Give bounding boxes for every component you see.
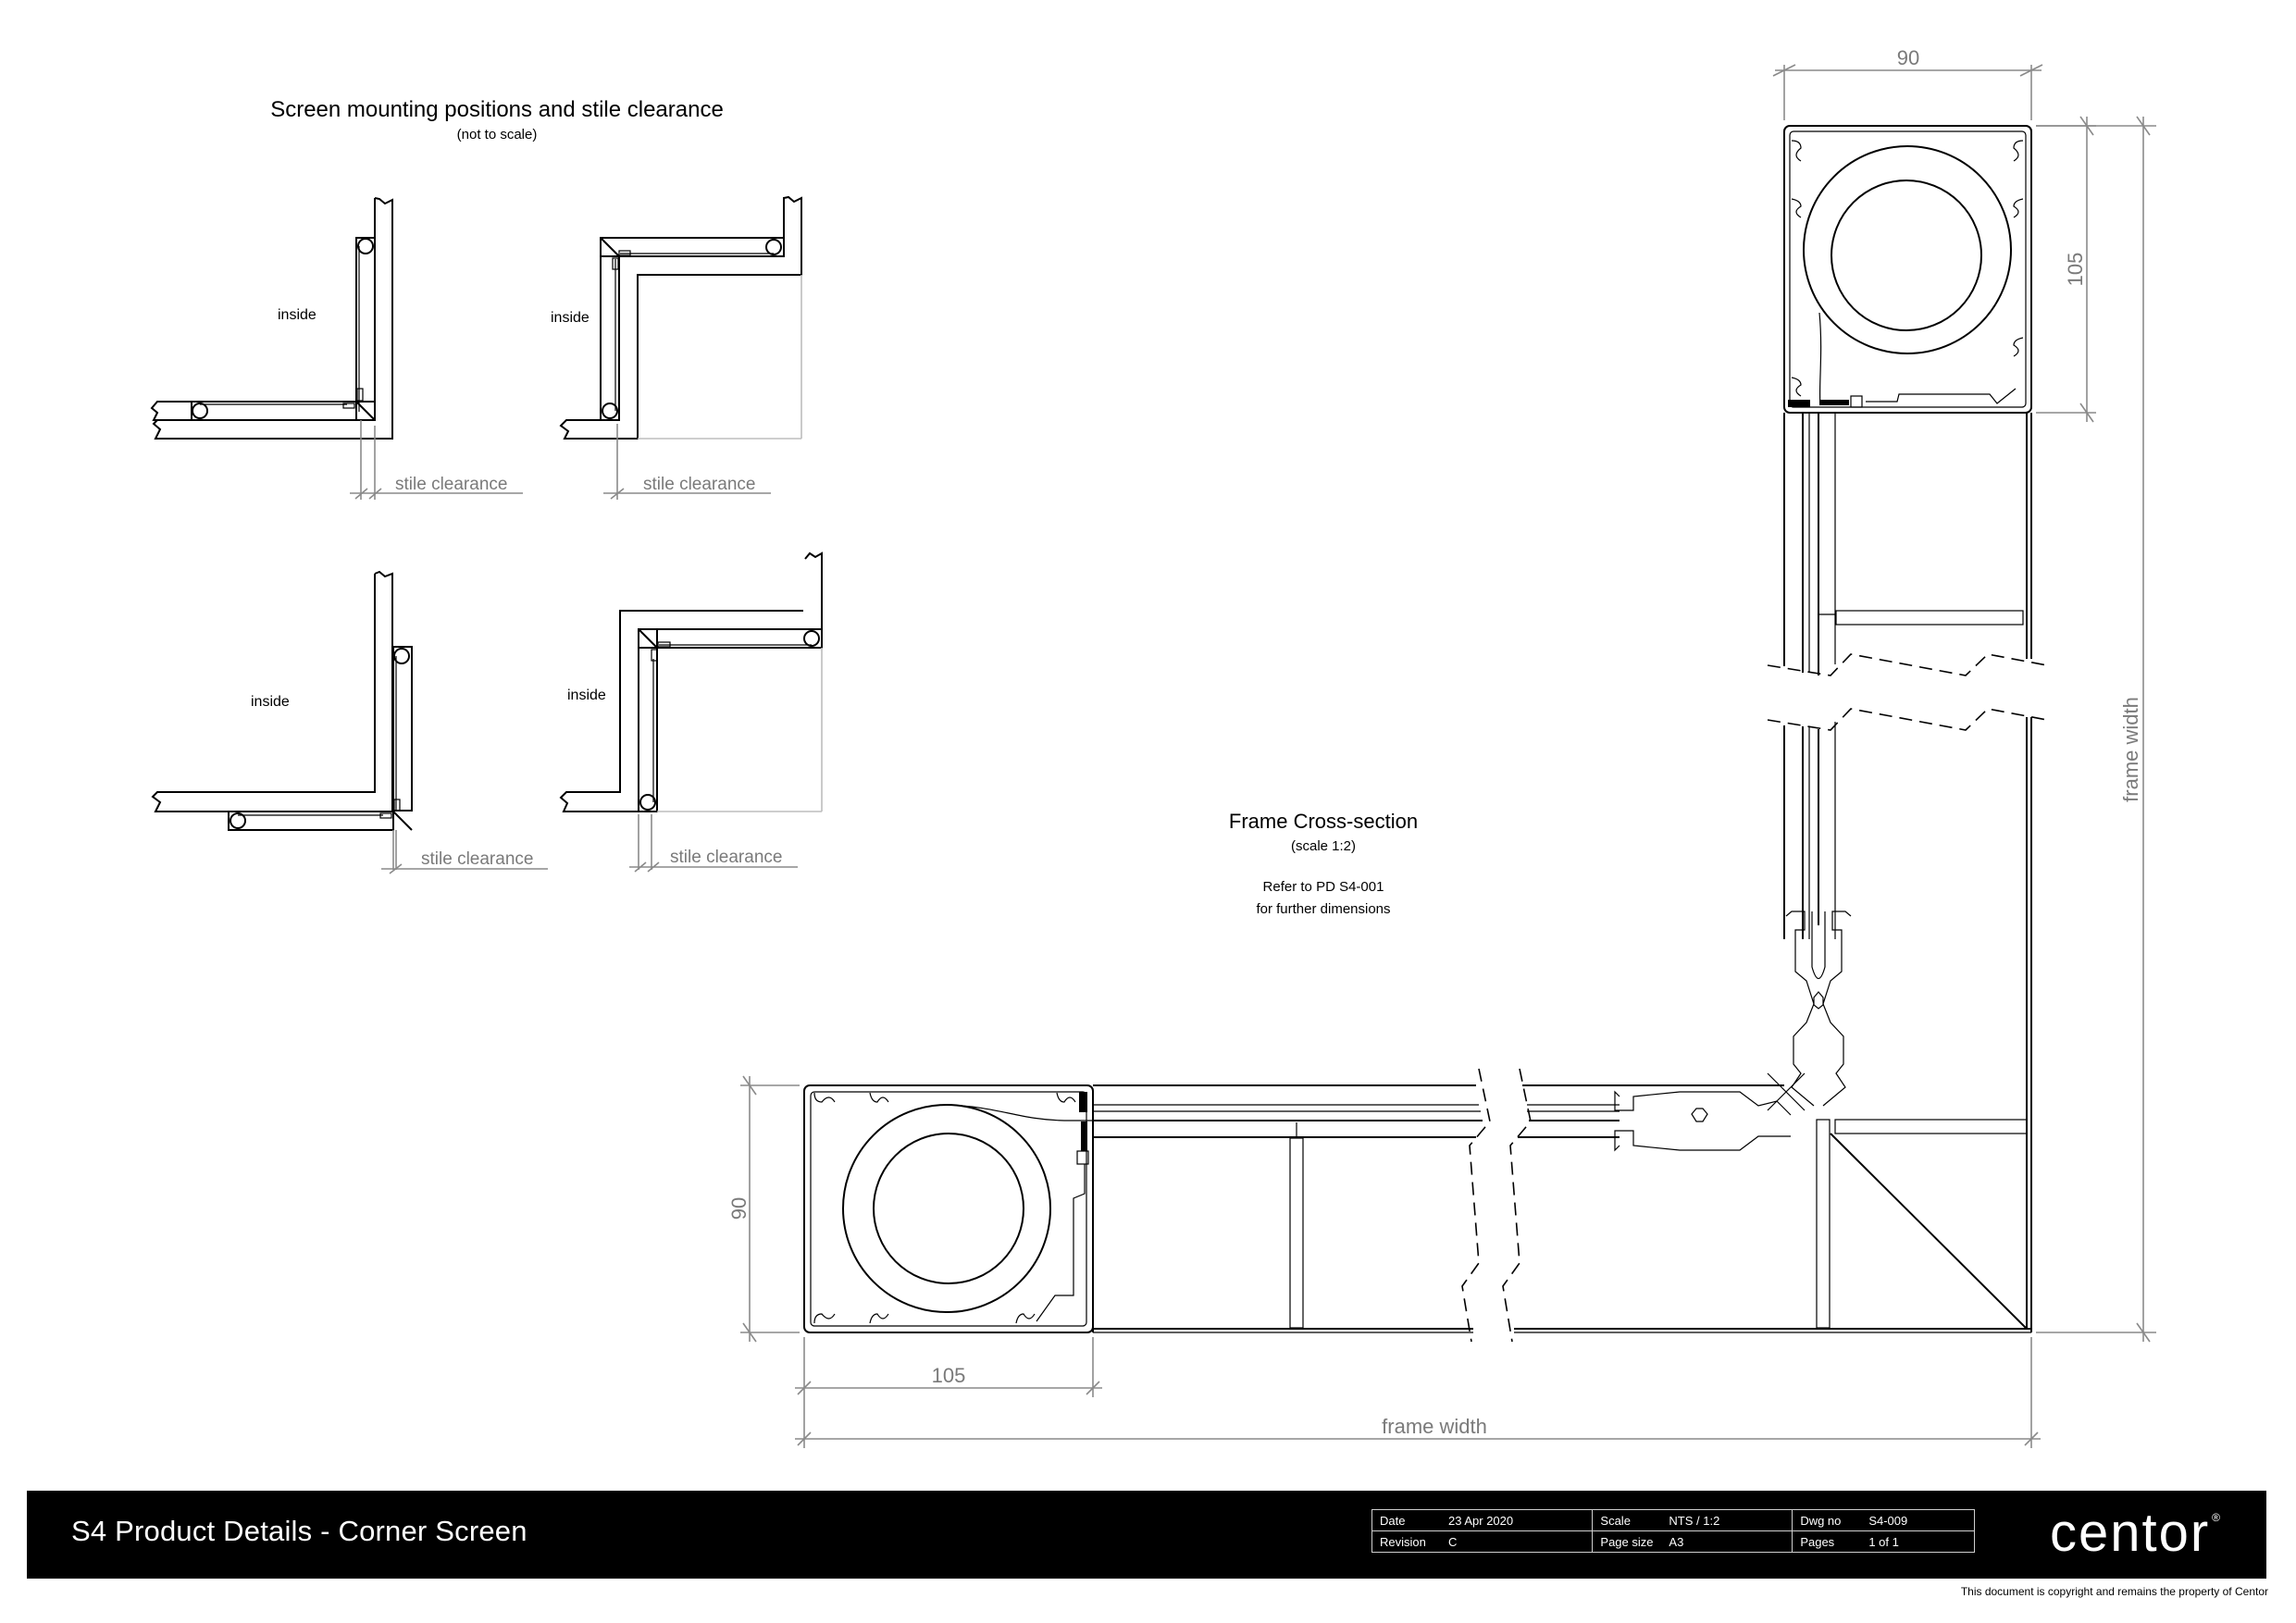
pages-label: Pages bbox=[1800, 1534, 1835, 1549]
stile-clearance-label: stile clearance bbox=[643, 475, 755, 494]
dim-horizontal-head-width: 105 bbox=[932, 1364, 966, 1387]
page-size-label: Page size bbox=[1600, 1534, 1654, 1549]
inside-label: inside bbox=[551, 310, 590, 326]
inside-label: inside bbox=[251, 694, 290, 710]
cross-section-note-1: Refer to PD S4-001 bbox=[1263, 879, 1384, 895]
revision-value: C bbox=[1448, 1534, 1458, 1549]
mounting-diagram-4: inside stile clearance bbox=[559, 551, 823, 873]
registered-mark-icon: ® bbox=[2212, 1511, 2222, 1524]
stile-clearance-label: stile clearance bbox=[670, 848, 782, 867]
dim-horizontal-head-height: 90 bbox=[727, 1197, 751, 1220]
dim-head-height: 105 bbox=[2064, 253, 2087, 287]
cross-section-note-2: for further dimensions bbox=[1256, 901, 1390, 917]
mounting-subtitle: (not to scale) bbox=[457, 127, 538, 142]
mounting-title: Screen mounting positions and stile clea… bbox=[270, 97, 724, 122]
cross-section-scale: (scale 1:2) bbox=[1291, 838, 1356, 854]
vertical-frame-section bbox=[1767, 125, 2048, 1332]
pages-value: 1 of 1 bbox=[1868, 1534, 1899, 1549]
date-label: Date bbox=[1380, 1513, 1406, 1528]
cross-section-title: Frame Cross-section bbox=[1229, 810, 1418, 833]
drawing-info-table: Date 23 Apr 2020 Scale NTS / 1:2 Dwg no S4-… bbox=[1371, 1509, 1975, 1553]
scale-value: NTS / 1:2 bbox=[1669, 1513, 1720, 1528]
scale-label: Scale bbox=[1600, 1513, 1631, 1528]
stile-clearance-label: stile clearance bbox=[421, 849, 533, 869]
drawing-title: S4 Product Details - Corner Screen bbox=[71, 1515, 527, 1547]
dimensions-horizontal: 90 105 frame width bbox=[727, 1075, 2041, 1448]
mounting-diagram-3: inside stile clearance bbox=[151, 570, 548, 874]
dimensions-vertical: 90 105 frame width bbox=[1772, 46, 2156, 1343]
dwg-no-label: Dwg no bbox=[1800, 1513, 1842, 1528]
title-block: S4 Product Details - Corner Screen Date 2… bbox=[27, 1491, 2266, 1579]
copyright-notice: This document is copyright and remains t… bbox=[1960, 1585, 2268, 1598]
dwg-no-value: S4-009 bbox=[1868, 1513, 1908, 1528]
inside-label: inside bbox=[567, 688, 606, 703]
inside-label: inside bbox=[278, 307, 316, 323]
stile-clearance-label: stile clearance bbox=[395, 475, 507, 494]
dim-vertical-frame-width: frame width bbox=[2119, 697, 2142, 802]
date-value: 23 Apr 2020 bbox=[1448, 1513, 1514, 1528]
dim-head-width: 90 bbox=[1897, 46, 1919, 69]
horizontal-frame-section bbox=[803, 1068, 2031, 1343]
mounting-diagram-1: inside stile clearance bbox=[150, 197, 523, 500]
centor-logo: centor® bbox=[2049, 1503, 2222, 1563]
revision-label: Revision bbox=[1380, 1534, 1426, 1549]
mounting-diagram-2: inside stile clearance bbox=[551, 195, 802, 500]
page-size-value: A3 bbox=[1669, 1534, 1684, 1549]
dim-horizontal-frame-width: frame width bbox=[1382, 1415, 1487, 1438]
